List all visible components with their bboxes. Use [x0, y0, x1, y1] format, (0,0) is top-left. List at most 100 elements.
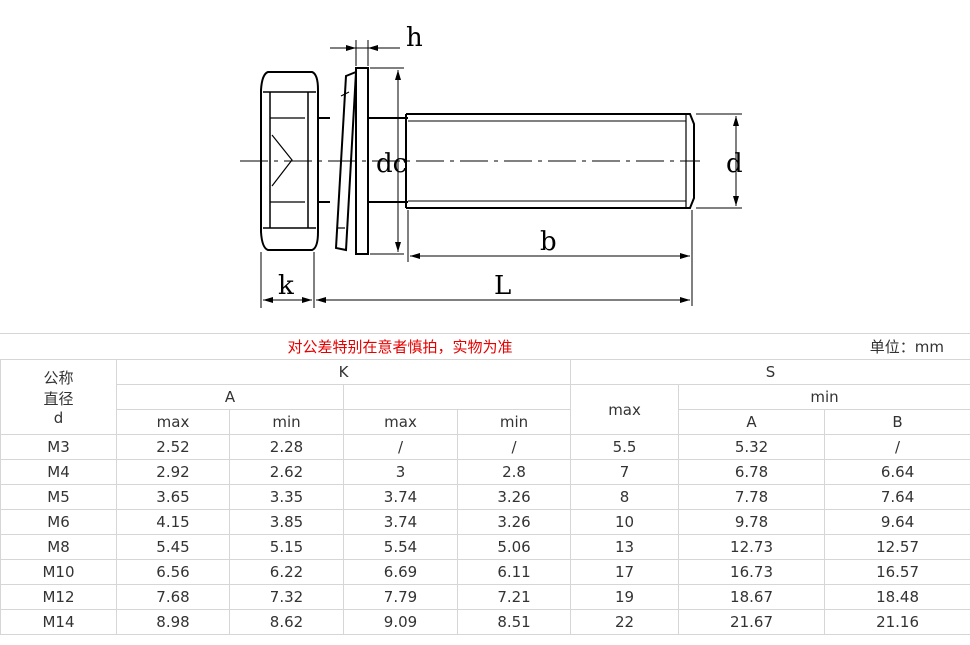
value-cell: /: [343, 434, 458, 460]
size-cell: M5: [0, 484, 117, 510]
value-cell: 7.78: [678, 484, 826, 510]
dim-label-L: L: [494, 271, 511, 301]
dim-label-h: h: [406, 23, 423, 53]
value-cell: 3.35: [229, 484, 344, 510]
value-cell: 7.79: [343, 584, 458, 610]
value-cell: 6.78: [678, 459, 826, 485]
size-cell: M6: [0, 509, 117, 535]
dim-label-b: b: [540, 227, 557, 257]
value-cell: 16.57: [824, 559, 970, 585]
value-cell: 2.28: [229, 434, 344, 460]
k-b-header: [342, 384, 572, 410]
s-min-header: min: [678, 384, 970, 410]
value-cell: 21.16: [824, 609, 970, 635]
value-cell: 2.8: [456, 459, 572, 485]
k-a-min-header: min: [229, 409, 344, 435]
value-cell: 19: [570, 584, 680, 610]
value-cell: 18.67: [678, 584, 826, 610]
value-cell: 3.65: [116, 484, 230, 510]
size-cell: M8: [0, 534, 117, 560]
size-cell: M3: [0, 434, 117, 460]
value-cell: 7.64: [824, 484, 970, 510]
dimension-arrows: [263, 45, 739, 303]
value-cell: /: [824, 434, 970, 460]
value-cell: /: [456, 434, 572, 460]
value-cell: 6.56: [116, 559, 230, 585]
value-cell: 4.15: [116, 509, 230, 535]
value-cell: 3.85: [229, 509, 344, 535]
value-cell: 5.5: [570, 434, 680, 460]
value-cell: 3: [343, 459, 458, 485]
screw-technical-drawing: h dc d b k L: [240, 23, 743, 308]
value-cell: 8.62: [229, 609, 344, 635]
value-cell: 16.73: [678, 559, 826, 585]
table-header-row-1: 公称 直径 d K S: [0, 359, 970, 435]
k-b-min-header: min: [456, 409, 572, 435]
value-cell: 2.52: [116, 434, 230, 460]
value-cell: 12.73: [678, 534, 826, 560]
value-cell: 2.92: [116, 459, 230, 485]
value-cell: 5.15: [229, 534, 344, 560]
s-min-b-header: B: [824, 409, 970, 435]
value-cell: 12.57: [824, 534, 970, 560]
value-cell: 9.78: [678, 509, 826, 535]
size-header-line-3: d: [53, 409, 64, 427]
value-cell: 22: [570, 609, 680, 635]
s-min-a-header: A: [678, 409, 826, 435]
dimension-lines: [260, 40, 742, 308]
value-cell: 8: [570, 484, 680, 510]
value-cell: 8.51: [456, 609, 572, 635]
size-cell: M4: [0, 459, 117, 485]
screw-outline: [240, 67, 700, 255]
value-cell: 9.09: [343, 609, 458, 635]
value-cell: 8.98: [116, 609, 230, 635]
k-a-header: A: [116, 384, 344, 410]
value-cell: 6.11: [456, 559, 572, 585]
value-cell: 10: [570, 509, 680, 535]
value-cell: 7.21: [456, 584, 572, 610]
value-cell: 2.62: [229, 459, 344, 485]
size-header-line-2: 直径: [43, 390, 74, 408]
s-header: S: [570, 359, 970, 385]
size-cell: M14: [0, 609, 117, 635]
s-max-header: max: [570, 384, 680, 435]
value-cell: 17: [570, 559, 680, 585]
value-cell: 6.64: [824, 459, 970, 485]
value-cell: 5.54: [343, 534, 458, 560]
value-cell: 7: [570, 459, 680, 485]
value-cell: 3.74: [343, 509, 458, 535]
value-cell: 9.64: [824, 509, 970, 535]
dim-label-k: k: [278, 271, 294, 301]
tolerance-notice: 对公差特别在意者慎拍，实物为准: [287, 338, 513, 356]
dim-label-d: d: [726, 149, 743, 179]
value-cell: 5.45: [116, 534, 230, 560]
table-header-row-3: max min max min A B: [1, 409, 970, 435]
value-cell: 18.48: [824, 584, 970, 610]
value-cell: 5.06: [456, 534, 572, 560]
value-cell: 3.26: [456, 509, 572, 535]
value-cell: 7.68: [116, 584, 230, 610]
value-cell: 7.32: [229, 584, 344, 610]
value-cell: 3.26: [456, 484, 572, 510]
unit-label: 单位：mm: [869, 338, 944, 356]
k-a-max-header: max: [116, 409, 230, 435]
k-b-max-header: max: [343, 409, 458, 435]
value-cell: 21.67: [678, 609, 826, 635]
size-cell: M10: [0, 559, 117, 585]
size-cell: M12: [0, 584, 117, 610]
value-cell: 6.22: [229, 559, 344, 585]
table-header-row-2: A max min: [1, 384, 970, 435]
dimension-table: 公称 直径 d K S A max min max min max min A …: [0, 359, 970, 635]
dim-label-dc: dc: [376, 149, 407, 179]
k-header: K: [115, 359, 572, 385]
value-cell: 6.69: [343, 559, 458, 585]
